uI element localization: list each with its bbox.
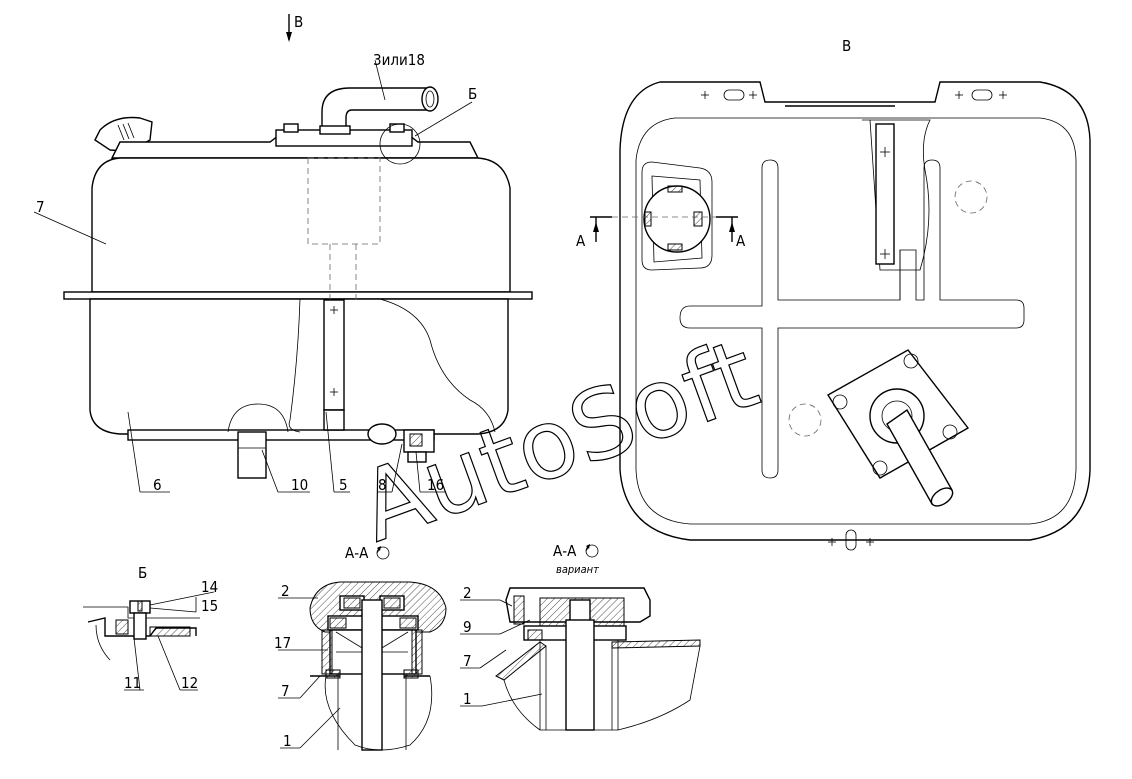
level-sender [323,299,345,431]
tank-flange [63,291,533,300]
section-aa-marks: А А [576,216,746,250]
part-3-or-18-label: 3или18 [373,51,425,69]
section-aa-2-subtitle: вариант [556,563,599,576]
section-aa-1-part-2-label: 2 [281,582,290,600]
tank-upper-body [91,157,511,293]
detail-b-part-14-label: 14 [201,578,218,596]
part-16-label: 16 [427,476,444,494]
drain-fitting [227,403,289,479]
section-aa-1-part-7-label: 7 [281,682,290,700]
part-6-label: 6 [153,476,162,494]
detail-b-callout-circle [379,123,421,165]
outlet-flange-top [827,349,970,507]
part-5-label: 5 [339,476,348,494]
section-aa-2-part-2-label: 2 [463,584,472,602]
section-aa-1: А-А 2 17 7 [274,544,447,751]
outlet-pipe [283,86,439,135]
detail-b-title: Б [138,564,147,582]
sender-top [862,119,931,271]
detail-b-part-15-label: 15 [201,597,218,615]
view-b-title: В [842,37,851,55]
mounting-slots [701,89,1007,551]
section-a-left-label: А [576,232,586,250]
section-aa-2-part-7-label: 7 [463,652,472,670]
section-aa-2: А-А вариант 2 9 7 1 [460,542,701,731]
part-7-label: 7 [36,198,45,216]
section-aa-2-part-1-label: 1 [463,690,472,708]
section-aa-1-part-1-label: 1 [283,732,292,750]
section-aa-2-title: А-А [553,542,577,560]
detail-b: Б 14 15 11 12 [83,564,218,692]
detail-b-part-11-label: 11 [124,674,141,692]
filler-top [641,161,713,271]
detail-b-part-12-label: 12 [181,674,198,692]
callout-b-label: Б [468,85,477,103]
top-view-outer-plate [619,81,1091,541]
section-aa-1-part-17-label: 17 [274,634,291,652]
clamp-fittings [367,423,435,463]
section-aa-1-title: А-А [345,544,369,562]
tank-side-view: В [33,13,533,494]
section-a-right-label: А [736,232,746,250]
part-10-label: 10 [291,476,308,494]
view-b-arrow: В [286,13,303,42]
part-8-label: 8 [378,476,387,494]
section-aa-2-part-9-label: 9 [463,618,472,636]
view-b-marker-label: В [294,13,303,31]
tank-lower-body [89,298,509,435]
top-view-b: В [576,37,1091,551]
